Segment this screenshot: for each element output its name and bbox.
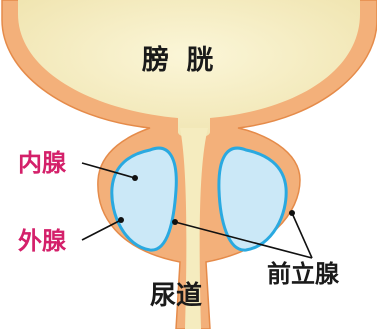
inner-gland-label: 内腺 [18,151,66,175]
urethra-label: 尿道 [150,283,202,309]
outer-gland-label: 外腺 [18,229,66,253]
prostate-label: 前立腺 [267,262,339,286]
prostate-leader-right [292,213,312,258]
bladder-label: 膀 胱 [142,47,217,74]
right-inner-gland [219,148,286,250]
